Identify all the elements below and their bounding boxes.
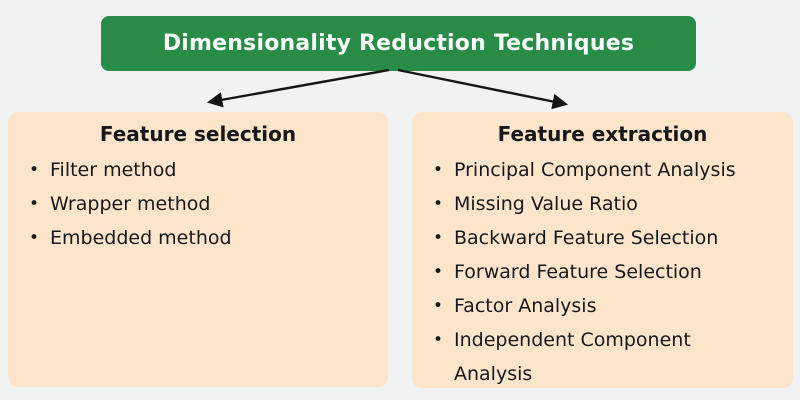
list-item: • Independent Component Analysis (430, 323, 793, 391)
arrow-right-icon (397, 68, 569, 110)
list-item-label: Backward Feature Selection (454, 227, 719, 249)
list-item: • Principal Component Analysis (430, 153, 793, 187)
list-item-label: Wrapper method (50, 193, 211, 215)
list-item: • Backward Feature Selection (430, 221, 793, 255)
diagram-title: Dimensionality Reduction Techniques (162, 31, 635, 56)
bullet-icon: • (433, 296, 444, 316)
bullet-icon: • (29, 160, 40, 180)
bullet-icon: • (433, 228, 444, 248)
bullet-icon: • (29, 194, 40, 214)
list-item: • Forward Feature Selection (430, 255, 793, 289)
arrow-left-icon (206, 68, 390, 108)
list-item-label: Independent Component Analysis (454, 329, 691, 385)
panel-feature-extraction: Feature extraction • Principal Component… (412, 112, 793, 388)
list-item-label: Filter method (50, 159, 177, 181)
title-box: Dimensionality Reduction Techniques (101, 16, 696, 71)
list-item-label: Forward Feature Selection (454, 261, 702, 283)
list-item: • Embedded method (26, 221, 388, 255)
list-item-label: Principal Component Analysis (454, 159, 736, 181)
list-item-label: Embedded method (50, 227, 232, 249)
list-item-label: Factor Analysis (454, 295, 597, 317)
bullet-icon: • (433, 160, 444, 180)
panel-feature-selection: Feature selection • Filter method • Wrap… (8, 112, 388, 387)
panel-heading: Feature extraction (497, 122, 708, 146)
feature-selection-list: • Filter method • Wrapper method • Embed… (8, 153, 388, 255)
list-item: • Missing Value Ratio (430, 187, 793, 221)
bullet-icon: • (433, 262, 444, 282)
list-item: • Factor Analysis (430, 289, 793, 323)
feature-extraction-list: • Principal Component Analysis • Missing… (412, 153, 793, 391)
list-item: • Filter method (26, 153, 388, 187)
panel-heading: Feature selection (99, 122, 297, 146)
bullet-icon: • (433, 194, 444, 214)
bullet-icon: • (433, 330, 444, 350)
list-item-label: Missing Value Ratio (454, 193, 638, 215)
bullet-icon: • (29, 228, 40, 248)
list-item: • Wrapper method (26, 187, 388, 221)
